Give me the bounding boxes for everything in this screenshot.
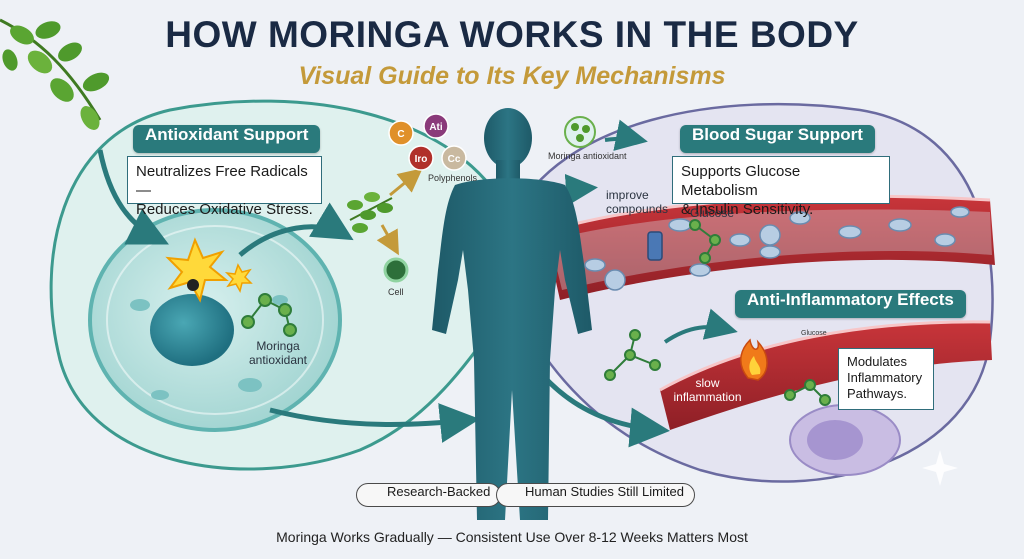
nutrient-symbol: C bbox=[397, 129, 404, 140]
arrow-to-inflammation bbox=[663, 308, 738, 344]
anti-inflammatory-heading: Anti-Inflammatory Effects bbox=[735, 290, 966, 318]
footer-note: Moringa Works Gradually — Consistent Use… bbox=[276, 529, 748, 545]
nutrient-circle bbox=[441, 145, 467, 171]
blood-sugar-description: Supports Glucose Metabolism & Insulin Se… bbox=[672, 156, 890, 218]
moringa-antioxidant-cell-label: Moringa antioxidant bbox=[243, 339, 313, 367]
cell-label: Cell bbox=[388, 287, 404, 297]
arrow-top-right bbox=[604, 119, 648, 151]
antioxidant-line-2: Reduces Oxidative Stress. bbox=[136, 201, 313, 218]
blood-sugar-line-2: & Insulin Sensitivity. bbox=[681, 201, 814, 218]
anti-inflammatory-description: Modulates Inflammatory Pathways. bbox=[838, 348, 934, 410]
glucose-label: Glucose bbox=[690, 206, 735, 220]
right-molecules bbox=[604, 219, 831, 406]
top-antioxidant-molecule bbox=[564, 116, 596, 148]
anti-inflammatory-line-1: Modulates bbox=[847, 354, 907, 369]
free-radical-burst bbox=[165, 237, 253, 303]
nutrient-circle bbox=[408, 145, 434, 171]
moringa-antioxidant-top-label: Moringa antioxidant bbox=[548, 151, 627, 161]
improve-compounds-label: improve compounds bbox=[606, 188, 668, 216]
leaf-sprig bbox=[347, 192, 393, 233]
anti-inflammatory-line-3: Pathways. bbox=[847, 386, 907, 401]
page-title: HOW MORINGA WORKS IN THE BODY bbox=[165, 14, 859, 55]
sparkle-icon bbox=[922, 450, 958, 486]
arrow-leaf-up bbox=[389, 168, 423, 197]
antioxidant-description: Neutralizes Free Radicals — Reduces Oxid… bbox=[127, 156, 322, 218]
human-body-silhouette bbox=[432, 108, 592, 520]
nutrient-symbol: Iro bbox=[415, 154, 428, 165]
nutrient-circle bbox=[423, 113, 449, 139]
vessel-particles bbox=[584, 206, 970, 291]
slow-inflammation-label: slow inflammation bbox=[670, 376, 745, 404]
anti-inflammatory-line-2: Inflammatory bbox=[847, 370, 923, 385]
antioxidant-heading: Antioxidant Support bbox=[133, 125, 321, 153]
nutrient-symbol: Ati bbox=[429, 122, 443, 133]
polyphenols-label: Polyphenols bbox=[428, 173, 478, 183]
blood-sugar-line-1: Supports Glucose Metabolism bbox=[681, 163, 801, 199]
arrow-to-cell bbox=[97, 149, 169, 245]
moringa-antioxidant-cell-label-line-2: antioxidant bbox=[248, 353, 308, 367]
nutrient-symbol: Cc bbox=[448, 154, 461, 165]
antioxidant-line-1: Neutralizes Free Radicals — bbox=[136, 163, 308, 199]
flame-icon bbox=[740, 338, 768, 381]
human-studies-limited-badge: Human Studies Still Limited bbox=[496, 483, 695, 507]
slow-label-line-1: slow bbox=[695, 376, 720, 390]
cell-illustration bbox=[88, 208, 342, 432]
tissue-nucleus bbox=[807, 420, 863, 460]
improve-label-line-1: improve bbox=[606, 188, 649, 202]
slow-label-line-2: inflammation bbox=[673, 390, 742, 404]
research-backed-badge: Research-Backed bbox=[356, 483, 502, 507]
improve-label-line-2: compounds bbox=[606, 202, 669, 216]
arrow-bottom-cell bbox=[269, 403, 480, 443]
glucose-tag: Glucose bbox=[801, 330, 827, 337]
page-subtitle: Visual Guide to Its Key Mechanisms bbox=[298, 62, 726, 90]
arrow-leaf-down bbox=[376, 224, 399, 256]
nutrient-circle bbox=[388, 120, 414, 146]
moringa-antioxidant-cell-label-line-1: Moringa bbox=[256, 339, 300, 353]
arrow-cell-to-leaf bbox=[238, 202, 354, 257]
antioxidant-molecule bbox=[241, 293, 297, 337]
blood-sugar-heading: Blood Sugar Support bbox=[680, 125, 875, 153]
moringa-leaves bbox=[0, 18, 110, 130]
cell-dot bbox=[383, 257, 409, 283]
insulin-receptor bbox=[647, 231, 663, 261]
